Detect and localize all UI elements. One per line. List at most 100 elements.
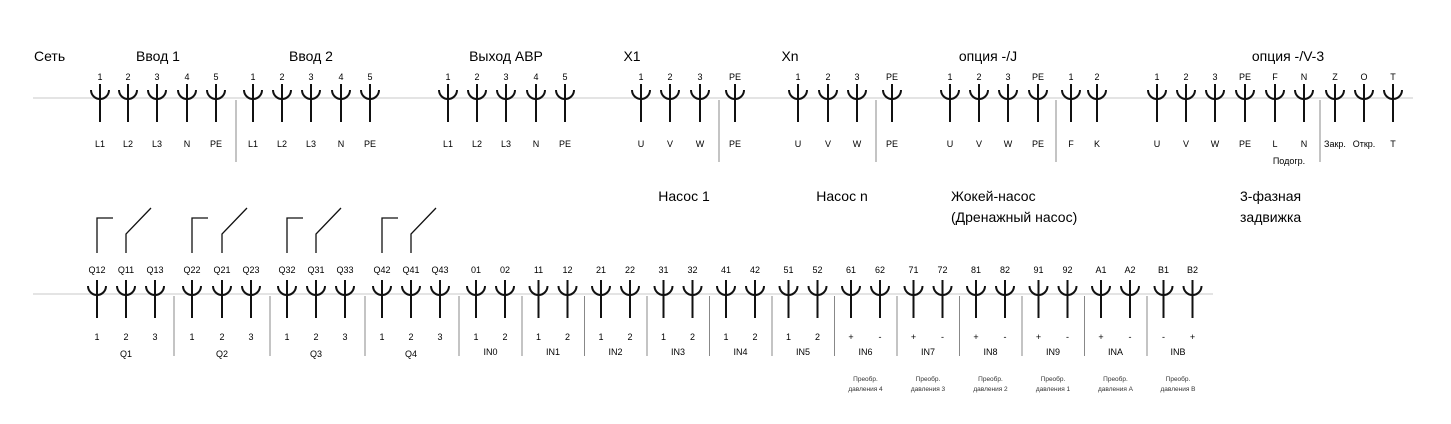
terminal-bottom-IN4-1: 2 <box>752 332 757 342</box>
terminal-vvod2-1-cup <box>272 89 292 100</box>
terminal-top-Q3-2: Q33 <box>336 265 353 275</box>
terminal-optv3-8-cup <box>1383 89 1403 100</box>
terminal-bottom-Q1-1: 2 <box>123 332 128 342</box>
terminal-bottom-optv3-2: W <box>1211 139 1220 149</box>
terminal-top-optv3-2: 3 <box>1212 72 1217 82</box>
terminal-IN6-0 <box>841 280 861 318</box>
terminal-bottom-avr-4: PE <box>559 139 571 149</box>
net-label: Сеть <box>34 48 65 64</box>
terminal-bottom-INB-1: + <box>1190 332 1195 342</box>
terminal-vvod1-0-cup <box>90 89 110 100</box>
terminal-top-vvod2-4: 5 <box>367 72 372 82</box>
terminal-xn-1 <box>818 84 838 122</box>
group-title-vvod2: Ввод 2 <box>289 48 333 64</box>
terminal-optj-2-cup <box>998 89 1018 100</box>
terminal-avr-4-cup <box>555 89 575 100</box>
terminal-top-x1-1: 2 <box>667 72 672 82</box>
terminal-top-optj-4: 1 <box>1068 72 1073 82</box>
terminal-bottom-IN2-1: 2 <box>627 332 632 342</box>
group-title-xn: Xn <box>781 48 798 64</box>
terminal-vvod2-2 <box>301 84 321 122</box>
terminal-vvod1-2-cup <box>147 89 167 100</box>
terminal-Q3-1 <box>306 280 326 318</box>
input-label-IN3: IN3 <box>671 347 685 357</box>
terminal-IN8-0 <box>966 280 986 318</box>
terminal-IN6-0-cup <box>841 285 861 296</box>
terminal-bottom-Q4-2: 3 <box>437 332 442 342</box>
terminal-INA-1 <box>1120 280 1140 318</box>
terminal-vvod1-3-cup <box>177 89 197 100</box>
terminal-vvod2-4 <box>360 84 380 122</box>
terminal-bottom-IN7-0: + <box>911 332 916 342</box>
terminal-top-IN8-0: 81 <box>971 265 981 275</box>
terminal-Q2-2 <box>241 280 261 318</box>
group-title-avr: Выход АВР <box>469 48 543 64</box>
input-label-INA: INA <box>1108 347 1123 357</box>
terminal-top-xn-3: PE <box>886 72 898 82</box>
terminal-Q3-0 <box>277 280 297 318</box>
terminal-IN8-0-cup <box>966 285 986 296</box>
terminal-IN6-1 <box>870 280 890 318</box>
terminal-bottom-avr-2: L3 <box>501 139 511 149</box>
terminal-bottom-optv3-4: L <box>1272 139 1277 149</box>
terminal-bottom-INB-0: - <box>1162 332 1165 342</box>
terminal-xn-3 <box>882 84 902 122</box>
input-note-IN8-0: Преобр. <box>978 375 1003 383</box>
terminal-top-xn-1: 2 <box>825 72 830 82</box>
terminal-bottom-optj-1: V <box>976 139 982 149</box>
terminal-bottom-Q1-2: 3 <box>152 332 157 342</box>
terminal-bottom-xn-2: W <box>853 139 862 149</box>
terminal-vvod1-4-cup <box>206 89 226 100</box>
terminal-top-optv3-5: N <box>1301 72 1308 82</box>
terminal-top-IN8-1: 82 <box>1000 265 1010 275</box>
terminal-Q3-2 <box>335 280 355 318</box>
terminal-bottom-IN5-1: 2 <box>815 332 820 342</box>
terminal-bottom-optj-5: K <box>1094 139 1100 149</box>
terminal-top-IN4-1: 42 <box>750 265 760 275</box>
terminal-Q2-1-cup <box>212 285 232 296</box>
terminal-top-avr-0: 1 <box>445 72 450 82</box>
terminal-optj-0 <box>940 84 960 122</box>
terminal-IN6-1-cup <box>870 285 890 296</box>
contact-switch-Q1 <box>125 207 152 253</box>
terminal-INB-1-cup <box>1182 285 1203 296</box>
terminal-top-vvod1-0: 1 <box>97 72 102 82</box>
input-note-IN9-0: Преобр. <box>1041 375 1066 383</box>
terminal-IN7-1-cup <box>932 285 953 296</box>
group-title-optv3: опция -/V-3 <box>1252 48 1324 64</box>
terminal-top-optv3-3: PE <box>1239 72 1251 82</box>
input-label-INB: INB <box>1170 347 1185 357</box>
terminal-top-avr-1: 2 <box>474 72 479 82</box>
terminal-bottom-vvod1-4: PE <box>210 139 222 149</box>
terminal-Q1-0 <box>87 280 107 318</box>
terminal-bottom-vvod1-3: N <box>184 139 191 149</box>
terminal-top-Q2-1: Q21 <box>213 265 230 275</box>
terminal-bottom-vvod2-3: N <box>338 139 345 149</box>
terminal-top-IN6-0: 61 <box>846 265 856 275</box>
input-note-INB-1: давления В <box>1160 386 1195 393</box>
terminal-bottom-IN6-0: + <box>848 332 853 342</box>
terminal-vvod2-2-cup <box>301 89 321 100</box>
terminal-top-vvod1-3: 4 <box>184 72 189 82</box>
terminal-IN1-1-cup <box>557 285 578 296</box>
terminal-bottom-optv3-7: Откр. <box>1353 139 1376 149</box>
terminal-IN2-1 <box>620 280 640 318</box>
terminal-top-IN2-0: 21 <box>596 265 606 275</box>
terminal-top-INB-1: B2 <box>1187 265 1198 275</box>
terminal-optv3-1-cup <box>1176 89 1196 100</box>
terminal-optv3-1 <box>1176 84 1196 122</box>
terminal-x1-3-cup <box>725 89 745 100</box>
terminal-Q4-0 <box>372 280 392 318</box>
terminal-x1-0-cup <box>631 89 651 100</box>
terminal-optv3-3-cup <box>1235 89 1255 100</box>
terminal-top-IN6-1: 62 <box>875 265 885 275</box>
contact-nc-Q4 <box>381 217 398 253</box>
terminal-top-IN3-0: 31 <box>658 265 668 275</box>
terminal-bottom-vvod2-0: L1 <box>248 139 258 149</box>
terminal-bottom-avr-0: L1 <box>443 139 453 149</box>
terminal-bottom-Q4-0: 1 <box>379 332 384 342</box>
terminal-optv3-4 <box>1265 84 1285 122</box>
terminal-top-IN7-1: 72 <box>937 265 947 275</box>
terminal-optv3-6-cup <box>1325 89 1345 100</box>
terminal-bottom-vvod1-0: L1 <box>95 139 105 149</box>
